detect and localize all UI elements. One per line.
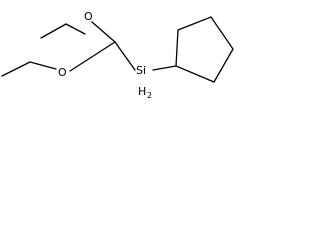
bond-lower-ethyl-c-o [29,61,57,70]
atom-oxygen-lower: O [58,66,67,79]
bond-si-cyclopentyl [152,65,177,71]
chemical-structure: O O Si H 2 [1,10,234,100]
atom-oxygen-upper: O [84,10,93,23]
atom-silicon-hydrogen: H [138,85,146,98]
cyclopentane-ring [175,16,234,83]
bond-upper-ethyl-c-c [40,23,67,39]
bond-upper-o-ch [91,21,116,43]
bond-upper-ethyl-c-o [65,23,86,35]
bond-lower-ethyl-c-c [1,61,31,77]
bond-lower-o-ch [69,41,116,72]
atom-silicon-hydrogen-count: 2 [147,91,152,100]
atom-silicon: Si [136,64,146,77]
bond-ch-si [114,41,136,71]
